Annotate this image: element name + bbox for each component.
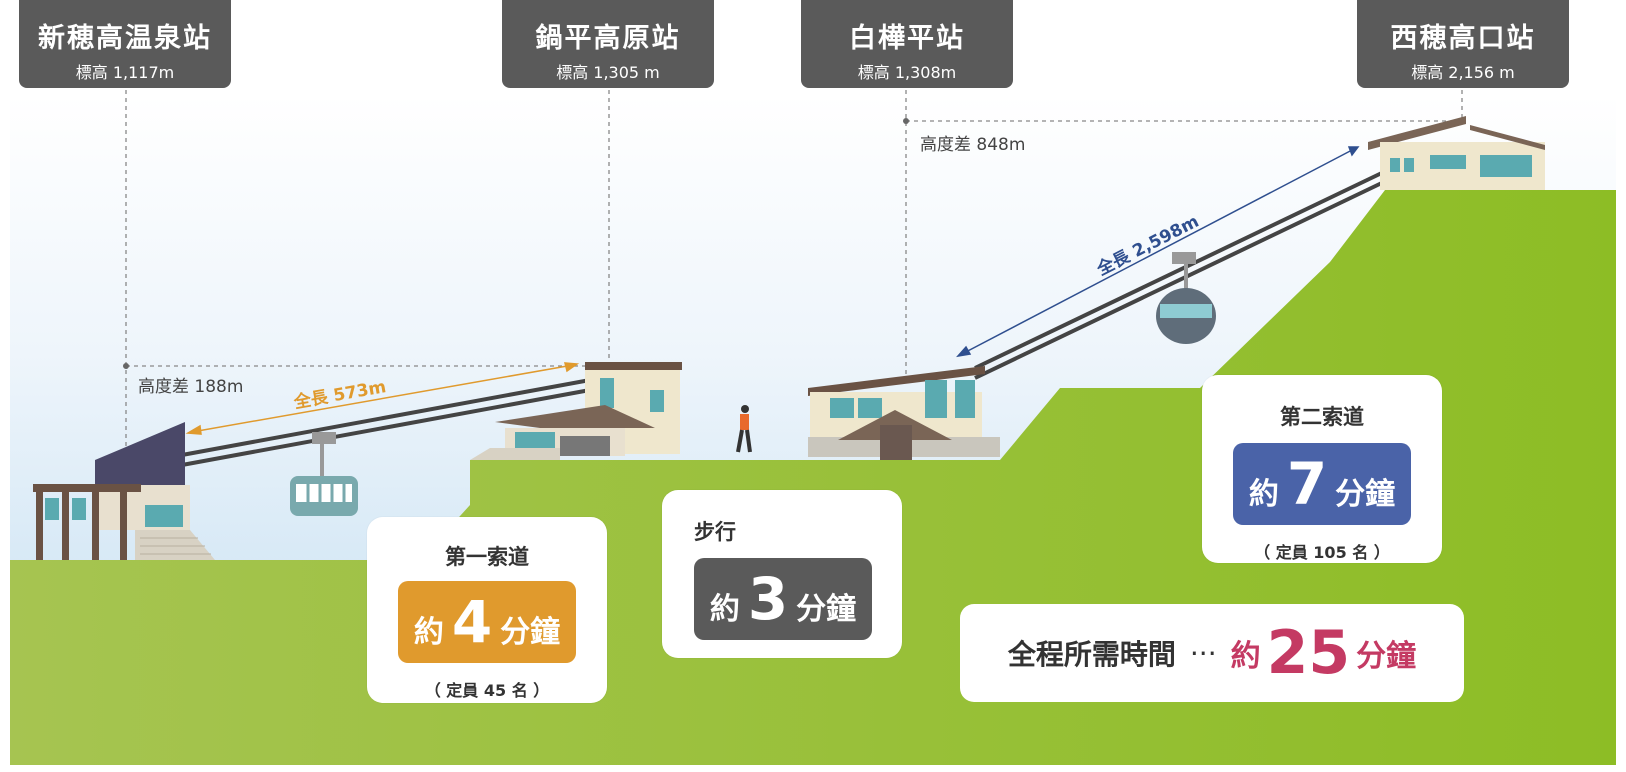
ropeway-1-minutes: 4 [451, 588, 493, 656]
station-elevation: 標高 1,117m [75, 63, 175, 82]
ropeway-2-time-unit: 分鐘 [1335, 477, 1396, 512]
station-name: 白樺平站 [849, 23, 965, 54]
ropeway-2-minutes: 7 [1286, 450, 1328, 518]
shin-hotaka-onsen-station-building [33, 422, 215, 560]
total-minutes: 25 [1266, 618, 1351, 688]
station-name: 鍋平高原站 [535, 23, 681, 54]
ropeway-2-capacity: （ 定員 105 名 ） [1254, 543, 1390, 562]
nishi-hotaka-guchi-station-building [1368, 116, 1545, 190]
walk-title: 步行 [694, 520, 736, 544]
total-time-unit: 分鐘 [1356, 639, 1417, 674]
guide-dot [903, 118, 909, 124]
total-time-label: 全程所需時間 [1007, 638, 1176, 671]
total-time-prefix: 約 [1230, 639, 1261, 674]
nabedaira-kogen-station-building [470, 362, 682, 460]
station-name: 西穂高口站 [1390, 23, 1536, 54]
ropeway-1-cables [181, 378, 591, 467]
station-shin-hotaka-onsen: 新穂高温泉站 標高 1,117m [19, 0, 231, 88]
length-arrow-2 [956, 146, 1360, 358]
total-time-dots: ··· [1189, 636, 1217, 670]
ropeway-1-capacity: （ 定員 45 名 ） [424, 681, 550, 700]
ropeway-1-time-unit: 分鐘 [500, 615, 561, 650]
guide-lines [125, 90, 1463, 470]
station-name: 新穂高温泉站 [38, 23, 212, 54]
walking-person [736, 405, 752, 453]
station-elevation: 標高 1,305 m [556, 63, 660, 82]
walk-time-unit: 分鐘 [796, 592, 857, 627]
total-time-box: 全程所需時間 ··· 約 25 分鐘 [960, 604, 1464, 702]
station-nabedaira-kogen: 鍋平高原站 標高 1,305 m [502, 0, 714, 88]
height-difference-1: 高度差 188m [138, 377, 244, 397]
length-arrow-1 [185, 362, 580, 435]
ropeway-1-title: 第一索道 [445, 545, 529, 569]
station-shirakabadaira: 白樺平站 標高 1,308m [801, 0, 1013, 88]
walk-minutes: 3 [747, 565, 789, 633]
height-difference-2: 高度差 848m [920, 135, 1026, 155]
station-nishi-hotaka-guchi: 西穂高口站 標高 2,156 m [1357, 0, 1569, 88]
ropeway-2-time-prefix: 約 [1248, 477, 1279, 512]
ropeway-1-time-prefix: 約 [413, 615, 444, 650]
walk-time-prefix: 約 [709, 592, 740, 627]
shirakabadaira-station-building [808, 366, 1000, 460]
gondola-1 [290, 432, 358, 516]
guide-dot [123, 363, 129, 369]
ropeway-2-cables [974, 168, 1389, 380]
station-elevation: 標高 1,308m [857, 63, 957, 82]
ropeway-2-title: 第二索道 [1280, 405, 1364, 429]
gondola-2 [1156, 252, 1216, 344]
station-elevation: 標高 2,156 m [1411, 63, 1515, 82]
